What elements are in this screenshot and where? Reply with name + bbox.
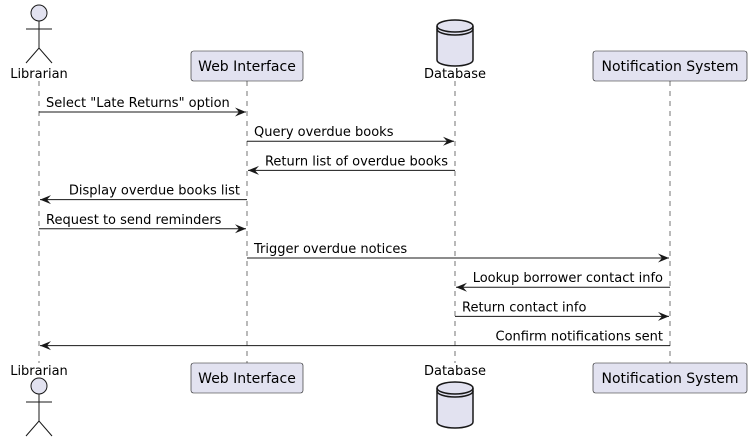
message-label: Select "Late Returns" option xyxy=(46,96,230,111)
arrowhead xyxy=(443,136,454,146)
participant-top-web: Web Interface xyxy=(190,50,304,82)
participant-box xyxy=(190,50,304,82)
participant-top-librarian: Librarian xyxy=(10,4,68,82)
message-label: Return list of overdue books xyxy=(265,154,448,169)
message-label: Display overdue books list xyxy=(69,184,240,199)
message-1: Select "Late Returns" option xyxy=(39,96,246,117)
participant-top-db: Database xyxy=(424,19,486,82)
participant-label: Database xyxy=(424,67,486,82)
participant-box xyxy=(592,50,748,82)
arrowhead xyxy=(40,195,51,205)
arrowhead xyxy=(658,253,669,263)
database-icon xyxy=(436,381,474,429)
participant-bottom-web: Web Interface xyxy=(190,362,304,394)
message-8: Return contact info xyxy=(455,300,669,321)
message-label: Confirm notifications sent xyxy=(496,330,664,345)
message-4: Display overdue books list xyxy=(40,184,247,205)
message-label: Query overdue books xyxy=(254,125,394,140)
participant-box xyxy=(190,362,304,394)
message-3: Return list of overdue books xyxy=(248,154,455,175)
arrowhead xyxy=(235,224,246,234)
message-7: Lookup borrower contact info xyxy=(456,271,670,292)
participant-label: Librarian xyxy=(10,364,68,379)
actor-icon xyxy=(25,4,53,64)
message-6: Trigger overdue notices xyxy=(247,242,669,263)
participant-label: Web Interface xyxy=(198,371,296,387)
participant-label: Librarian xyxy=(10,67,68,82)
message-2: Query overdue books xyxy=(247,125,454,146)
message-label: Lookup borrower contact info xyxy=(473,271,663,286)
participant-bottom-notify: Notification System xyxy=(592,362,748,394)
database-icon xyxy=(436,19,474,67)
participant-bottom-db: Database xyxy=(424,364,486,429)
message-9: Confirm notifications sent xyxy=(40,330,670,351)
participant-top-notify: Notification System xyxy=(592,50,748,82)
participant-box xyxy=(592,362,748,394)
message-label: Request to send reminders xyxy=(46,213,222,228)
arrowhead xyxy=(456,282,467,292)
message-label: Trigger overdue notices xyxy=(253,242,407,257)
participant-bottom-librarian: Librarian xyxy=(10,364,68,437)
arrowhead xyxy=(235,107,246,117)
arrowhead xyxy=(40,341,51,351)
participant-label: Notification System xyxy=(602,371,739,387)
participant-label: Web Interface xyxy=(198,59,296,75)
message-label: Return contact info xyxy=(462,300,586,315)
participant-label: Database xyxy=(424,364,486,379)
message-5: Request to send reminders xyxy=(39,213,246,234)
actor-icon xyxy=(25,377,53,437)
participant-label: Notification System xyxy=(602,59,739,75)
arrowhead xyxy=(248,165,259,175)
arrowhead xyxy=(658,311,669,321)
